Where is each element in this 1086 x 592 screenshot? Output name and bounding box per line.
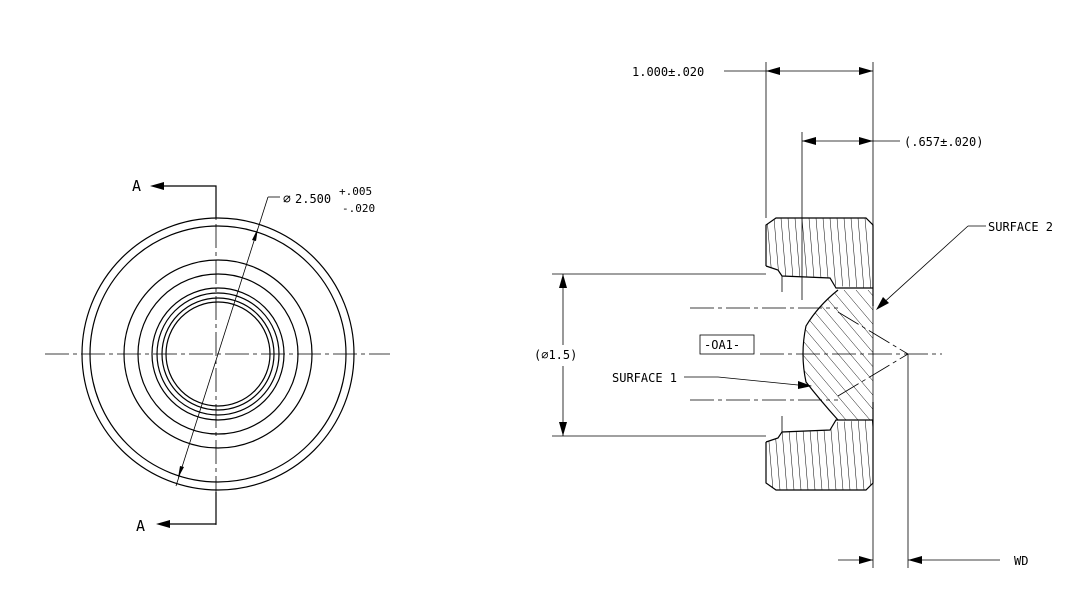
datum-label: -OA1- <box>704 338 740 352</box>
hatch-line <box>801 420 809 490</box>
front-view: A A ∅ 2.500 +.005 -.020 <box>45 177 390 535</box>
hatch-line <box>794 218 802 288</box>
hatch-bottom <box>766 418 885 490</box>
hatch-line <box>803 290 871 420</box>
depth-dim-text: (.657±.020) <box>904 135 983 149</box>
mid-circle-inner <box>137 273 299 435</box>
hatch-line <box>807 290 873 420</box>
hatch-line <box>803 290 811 420</box>
hatch-line <box>819 290 873 420</box>
hatch-line <box>808 218 816 288</box>
bore-circle-2 <box>156 292 280 416</box>
outer-circle-inner <box>89 225 347 483</box>
hatch-line <box>766 420 774 490</box>
hatch-line <box>815 218 823 288</box>
surface-1-label: SURFACE 1 <box>612 371 677 385</box>
bore-step-bottom <box>765 419 873 443</box>
section-arrow-top <box>150 182 164 190</box>
hatch-line <box>787 420 795 490</box>
hatch-line <box>843 290 873 420</box>
section-view: 1.000±.020 (.657±.020) (∅1.5) -OA1- SURF… <box>534 62 1053 568</box>
hatch-line <box>879 418 885 490</box>
hatch-line <box>843 420 851 490</box>
hatch-line <box>867 290 873 420</box>
section-line-bottom <box>166 492 217 525</box>
mid-circle <box>123 259 313 449</box>
part-outline-bottom <box>765 402 874 491</box>
section-line-top <box>160 185 217 218</box>
hatch-line <box>808 420 816 490</box>
bore-dim-text: (∅1.5) <box>534 348 577 362</box>
diameter-arrow-top <box>252 228 258 241</box>
surface-2-leader <box>879 225 969 307</box>
hatch-line <box>843 218 851 288</box>
section-label-bottom: A <box>136 517 145 535</box>
hatch-line <box>864 218 872 288</box>
hatch-line <box>880 290 990 420</box>
surface-2-label: SURFACE 2 <box>988 220 1053 234</box>
hatch-middle <box>803 290 990 420</box>
datum-box <box>699 334 755 355</box>
hatch-line <box>829 420 837 490</box>
diameter-tol-upper: +.005 <box>339 185 372 198</box>
depth-arrow-right <box>859 137 873 145</box>
hatch-line <box>803 290 873 420</box>
hatch-line <box>803 290 859 420</box>
hatch-line <box>803 290 847 420</box>
wd-arrow-right <box>908 556 922 564</box>
diameter-leader <box>175 196 269 487</box>
hatch-line <box>794 420 802 490</box>
bore-circle-4 <box>165 301 271 407</box>
hatch-line <box>773 420 781 490</box>
hatch-line <box>850 218 858 288</box>
hatch-line <box>803 290 873 420</box>
hatch-line <box>803 290 823 420</box>
outer-circle <box>81 217 355 491</box>
hatch-line <box>766 218 774 288</box>
diameter-value: 2.500 <box>295 192 331 206</box>
surface-1-arrow <box>798 381 812 389</box>
hatch-line <box>815 420 823 490</box>
bore-circle-3 <box>161 297 275 411</box>
section-label-top: A <box>132 177 141 195</box>
hatch-line <box>836 420 844 490</box>
bore-step-top <box>765 265 873 289</box>
hatch-line <box>879 218 885 290</box>
depth-arrow-left <box>802 137 816 145</box>
hatch-line <box>850 420 858 490</box>
width-dim-text: 1.000±.020 <box>632 65 704 79</box>
surface-1-leader <box>717 376 809 387</box>
surface-1-curve <box>802 289 839 421</box>
hatch-line <box>829 218 837 288</box>
hatch-line <box>864 420 872 490</box>
hatch-line <box>801 218 809 288</box>
hatch-line <box>822 420 830 490</box>
diameter-symbol: ∅ <box>283 192 291 207</box>
wd-label: WD <box>1014 554 1028 568</box>
hatch-line <box>803 290 873 420</box>
bore-circle-1 <box>151 287 285 421</box>
hatch-line <box>836 218 844 288</box>
diameter-tol-lower: -.020 <box>342 202 375 215</box>
hatch-top <box>766 218 885 290</box>
hatch-line <box>766 218 767 288</box>
bore-arrow-bottom <box>559 422 567 436</box>
bore-arrow-top <box>559 274 567 288</box>
hatch-line <box>787 218 795 288</box>
hatch-line <box>773 218 781 288</box>
hatch-line <box>822 218 830 288</box>
section-arrow-bottom <box>156 520 170 528</box>
width-arrow-left <box>766 67 780 75</box>
hatch-line <box>857 420 865 490</box>
wd-arrow-left <box>859 556 873 564</box>
hatch-line <box>855 290 873 420</box>
hatch-line <box>857 218 865 288</box>
width-arrow-right <box>859 67 873 75</box>
diameter-arrow-bottom <box>178 466 184 478</box>
surface-2-arrow <box>876 297 889 310</box>
hatch-line <box>766 420 767 490</box>
hatch-line <box>831 290 873 420</box>
